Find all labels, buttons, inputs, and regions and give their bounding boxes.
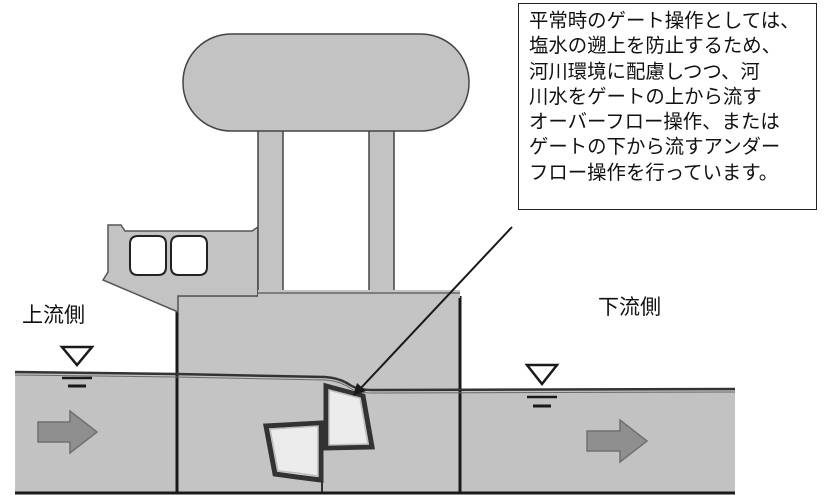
upstream-side-label: 上流側 xyxy=(22,303,85,327)
explanation-callout-box: 平常時のゲート操作としては、 塩水の遡上を防止するため、 河川環境に配慮しつつ、… xyxy=(518,3,817,210)
callout-line: 河川環境に配慮しつつ、河 xyxy=(529,59,760,83)
girder-cell-1 xyxy=(129,235,167,276)
lower-gate-underflow-inner xyxy=(269,425,319,477)
callout-line: 平常時のゲート操作としては、 xyxy=(529,9,800,32)
downstream-flow-arrow-icon xyxy=(586,418,649,464)
callout-line: オーバーフロー操作、または xyxy=(529,110,780,134)
water-surface-line xyxy=(14,370,736,392)
girder-cell-2 xyxy=(170,235,208,276)
callout-line: フロー操作を行っています。 xyxy=(529,160,779,184)
water-surface-line-highlight xyxy=(14,374,736,394)
downstream-water-level-marker-icon xyxy=(524,363,560,408)
callout-line: 川水をゲートの上から流す xyxy=(529,84,762,108)
gate-pier-right xyxy=(368,125,395,297)
machine-room-housing xyxy=(182,33,470,132)
callout-line: 塩水の遡上を防止するため、 xyxy=(529,34,782,58)
callout-leader-arrowhead xyxy=(353,383,366,396)
downstream-side-label: 下流側 xyxy=(598,295,661,319)
callout-leader-line xyxy=(359,226,513,390)
pier-base xyxy=(258,290,460,298)
upper-gate-overflow-inner xyxy=(328,389,369,446)
upstream-water-level-marker-icon xyxy=(59,345,95,388)
gate-pier-left xyxy=(257,125,284,297)
bridge-girder-cells xyxy=(129,235,208,276)
upstream-flow-arrow-icon xyxy=(37,409,99,455)
callout-line: ゲートの下から流すアンダー xyxy=(529,135,781,159)
